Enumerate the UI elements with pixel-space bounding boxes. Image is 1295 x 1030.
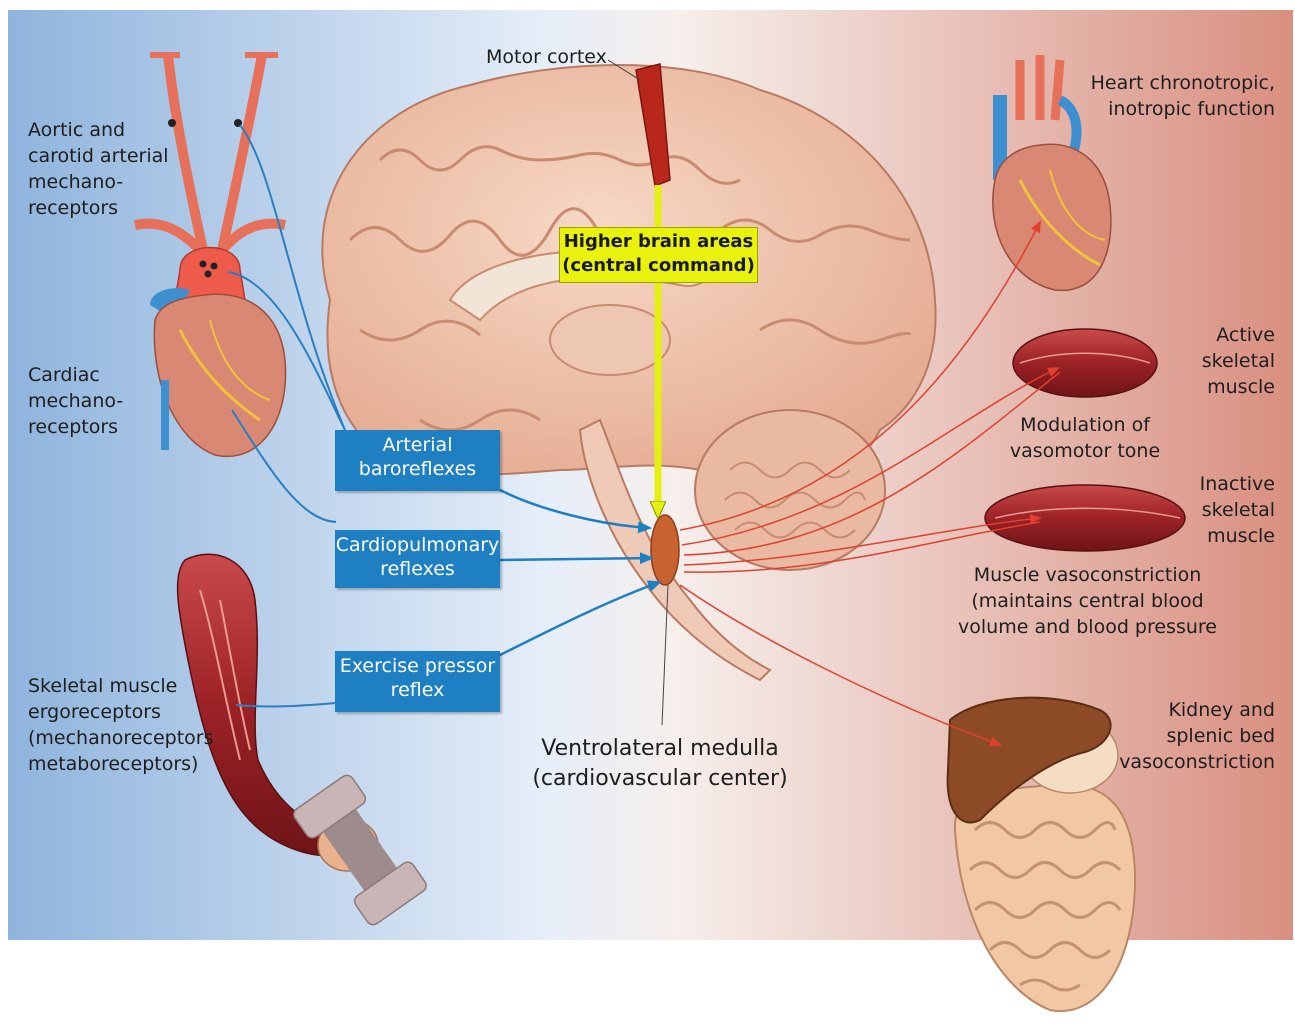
- label-motor-cortex: Motor cortex: [486, 44, 607, 70]
- inactive-skeletal-muscle-illustration: [985, 485, 1185, 551]
- label-heart-function: Heart chronotropic, inotropic function: [1091, 70, 1275, 122]
- label-modulation-vasomotor: Modulation of vasomotor tone: [985, 412, 1185, 464]
- box-arterial-baroreflexes: Arterial baroreflexes: [335, 430, 500, 491]
- label-aortic-carotid-receptors: Aortic and carotid arterial mechano- rec…: [28, 117, 169, 221]
- ventrolateral-medulla-mark: [651, 515, 679, 585]
- liver-and-intestines-illustration: [948, 698, 1135, 1011]
- label-active-muscle: Active skeletal muscle: [1202, 322, 1275, 400]
- active-skeletal-muscle-illustration: [1013, 329, 1157, 397]
- label-cardiac-receptors: Cardiac mechano- receptors: [28, 362, 123, 440]
- box-cardiopulmonary-reflexes: Cardiopulmonary reflexes: [335, 530, 500, 588]
- box-higher-brain-areas: Higher brain areas (central command): [559, 227, 758, 283]
- label-kidney-splenic: Kidney and splenic bed vasoconstriction: [1119, 697, 1275, 775]
- box-exercise-pressor-reflex: Exercise pressor reflex: [335, 651, 500, 712]
- label-muscle-vasoconstriction: Muscle vasoconstriction (maintains centr…: [945, 562, 1230, 640]
- label-skeletal-ergoreceptors: Skeletal muscle ergoreceptors (mechanore…: [28, 673, 213, 777]
- label-ventrolateral-medulla: Ventrolateral medulla (cardiovascular ce…: [500, 734, 820, 794]
- label-inactive-muscle: Inactive skeletal muscle: [1200, 471, 1275, 549]
